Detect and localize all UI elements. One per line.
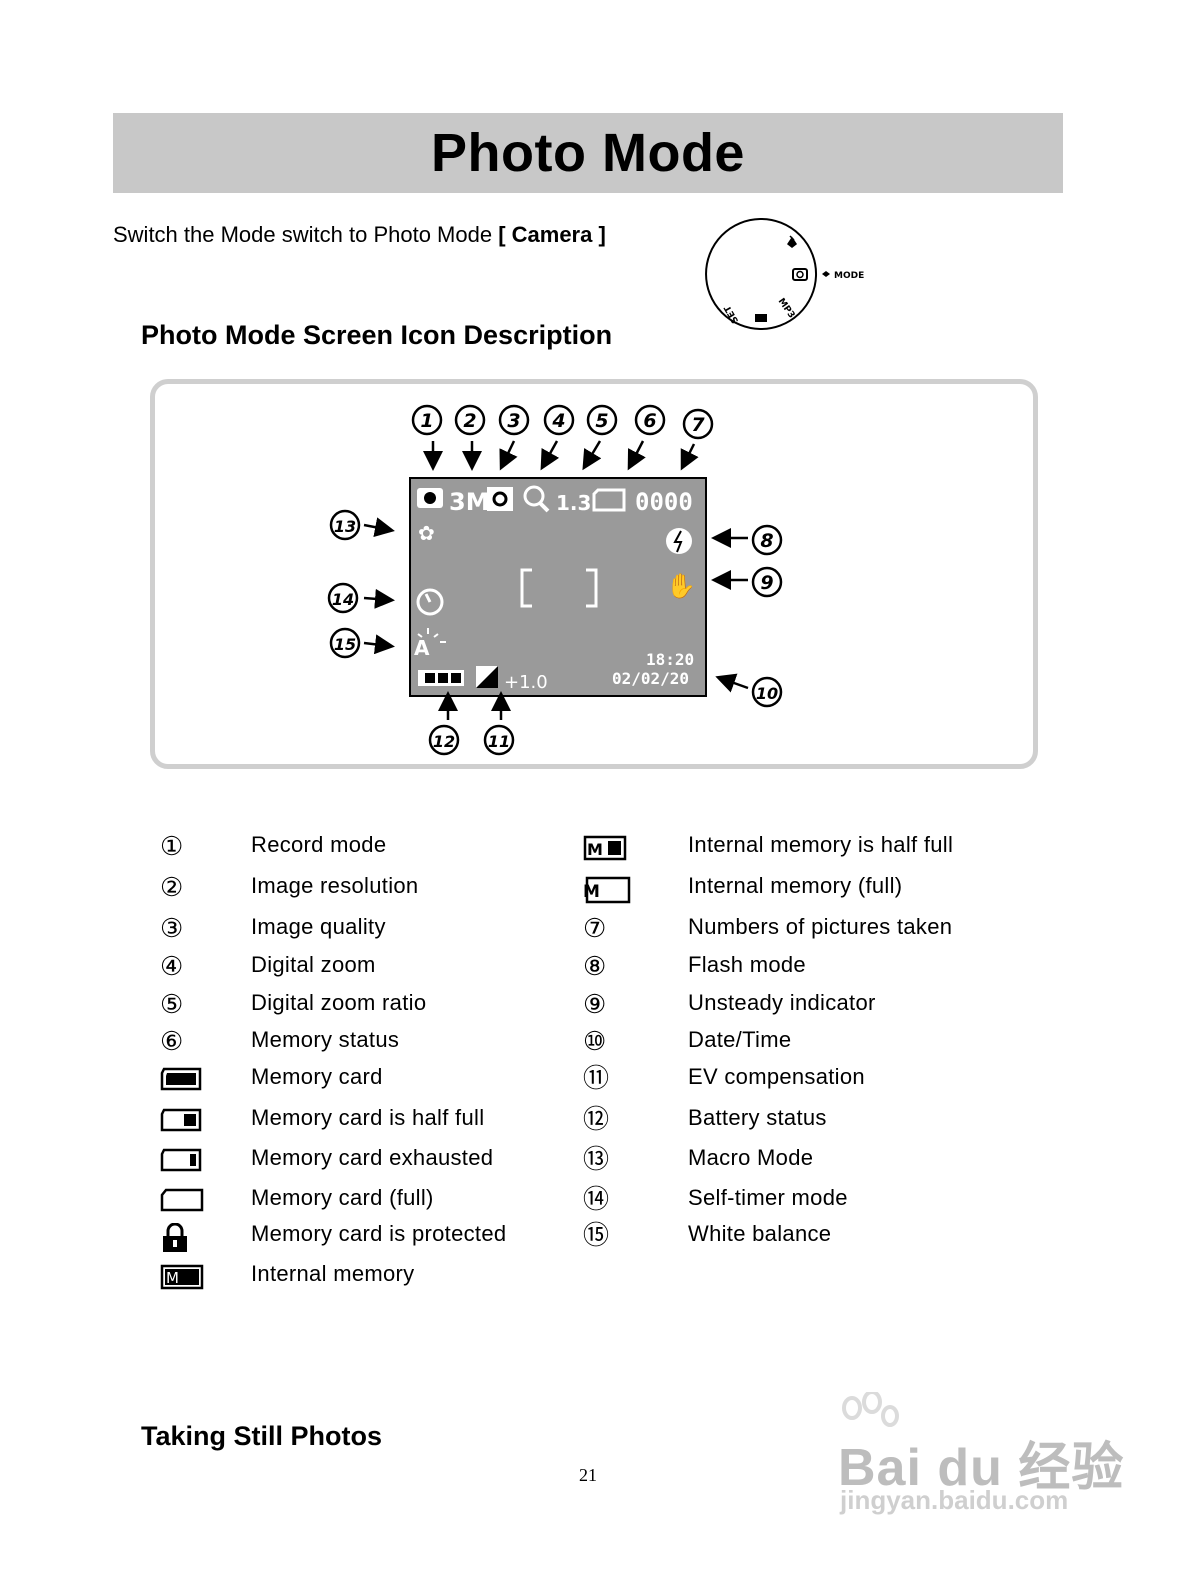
- internal-memory-icon: M: [160, 1263, 204, 1296]
- legend-number: ⑥: [160, 1027, 184, 1057]
- legend-label: Memory card (full): [251, 1185, 434, 1210]
- legend-label: Internal memory (full): [688, 873, 903, 898]
- legend-number: ①: [160, 832, 184, 862]
- legend-label: Memory card: [251, 1064, 383, 1089]
- internal-memory-full-icon: M: [583, 875, 633, 910]
- svg-text:M: M: [583, 882, 600, 902]
- ev-icon: [476, 666, 498, 688]
- legend-label: EV compensation: [688, 1064, 865, 1089]
- legend-number: ⑩: [583, 1027, 607, 1057]
- callout-15: 15: [334, 635, 356, 654]
- mode-dial-icon: MODE MP3 SET: [705, 217, 864, 330]
- legend-label: White balance: [688, 1221, 832, 1246]
- legend-number: ⑧: [583, 952, 607, 982]
- unsteady-icon: ✋: [666, 572, 696, 600]
- memory-card-icon: [592, 488, 626, 512]
- legend-label: Numbers of pictures taken: [688, 914, 953, 939]
- svg-text:M: M: [166, 1269, 179, 1287]
- lcd-screen: [409, 477, 707, 697]
- legend-number: ⑪: [583, 1064, 610, 1094]
- card-half-icon: [160, 1107, 204, 1138]
- callout-5: 5: [595, 410, 608, 432]
- callout-1: 1: [420, 410, 433, 432]
- legend-label: Internal memory is half full: [688, 832, 954, 857]
- legend-label: Unsteady indicator: [688, 990, 876, 1015]
- quality-icon: [487, 487, 513, 511]
- legend-number: ⑮: [583, 1221, 610, 1251]
- legend-label: Self-timer mode: [688, 1185, 848, 1210]
- legend-number: ⑭: [583, 1185, 610, 1215]
- diagram-frame: [150, 379, 1038, 769]
- callout-10: 10: [756, 684, 778, 703]
- legend-number: ⑫: [583, 1105, 610, 1135]
- white-balance-icon: A: [414, 636, 430, 660]
- legend-label: Memory card is half full: [251, 1105, 485, 1130]
- watermark-sub: jingyan.baidu.com: [840, 1485, 1069, 1515]
- lcd-time: 18:20: [646, 650, 694, 669]
- legend-label: Digital zoom: [251, 952, 376, 977]
- legend-label: Record mode: [251, 832, 387, 857]
- lock-icon: [160, 1222, 190, 1258]
- focus-brackets: [520, 568, 598, 608]
- legend-label: Digital zoom ratio: [251, 990, 427, 1015]
- callout-2: 2: [463, 410, 476, 432]
- legend-label: Internal memory: [251, 1261, 415, 1286]
- card-exhausted-icon: [160, 1147, 204, 1178]
- legend-number: ⑦: [583, 914, 607, 944]
- self-timer-icon: [416, 588, 444, 616]
- lcd-date: 02/02/20: [612, 669, 689, 688]
- callout-11: 11: [488, 732, 510, 751]
- callout-12: 12: [433, 732, 455, 751]
- callout-14: 14: [332, 590, 354, 609]
- legend-number: ⑨: [583, 990, 607, 1020]
- intro-plain: Switch the Mode switch to Photo Mode: [113, 222, 499, 247]
- legend-label: Battery status: [688, 1105, 827, 1130]
- baidu-paw-icon: [842, 1392, 899, 1427]
- card-empty-icon: [160, 1187, 204, 1218]
- lcd-resolution: 3M: [449, 488, 490, 516]
- callout-9: 9: [760, 572, 773, 594]
- callout-4: 4: [551, 410, 565, 432]
- section-heading-icons: Photo Mode Screen Icon Description: [141, 320, 613, 350]
- legend-number: ③: [160, 914, 184, 944]
- legend-number: ⑬: [583, 1145, 610, 1175]
- legend-label: Memory card exhausted: [251, 1145, 494, 1170]
- title-banner: Photo Mode: [113, 113, 1063, 193]
- lcd-diagram: 3M 1.3 0000 ✿ A ✋ +1.0 18:20 02/02/20 1 …: [327, 404, 783, 756]
- watermark-main: Bai du 经验: [838, 1439, 1125, 1497]
- record-mode-icon: [417, 488, 443, 508]
- callout-7: 7: [691, 414, 705, 436]
- legend-label: Memory card is protected: [251, 1221, 507, 1246]
- legend-number: ④: [160, 952, 184, 982]
- intro-camera: [ Camera ]: [498, 222, 606, 247]
- macro-icon: ✿: [418, 521, 435, 545]
- section-heading-taking: Taking Still Photos: [141, 1421, 383, 1451]
- callout-13: 13: [334, 517, 356, 536]
- dial-mode-label: MODE: [834, 271, 864, 281]
- legend-number: ②: [160, 873, 184, 903]
- page-number: 21: [579, 1465, 597, 1485]
- lcd-zoom-ratio: 1.3: [556, 491, 591, 515]
- callout-8: 8: [760, 530, 773, 552]
- lcd-count: 0000: [635, 488, 693, 516]
- intro-text: Switch the Mode switch to Photo Mode [ C…: [113, 222, 606, 248]
- legend-label: Macro Mode: [688, 1145, 814, 1170]
- lcd-ev: +1.0: [504, 672, 548, 693]
- page-title: Photo Mode: [431, 123, 745, 183]
- legend-label: Image resolution: [251, 873, 419, 898]
- internal-memory-half-icon: M: [583, 834, 627, 867]
- card-full-icon: [160, 1066, 204, 1097]
- battery-icon: [418, 670, 464, 686]
- callout-3: 3: [507, 410, 520, 432]
- zoom-icon: [523, 485, 550, 513]
- legend-label: Image quality: [251, 914, 386, 939]
- callout-6: 6: [643, 410, 656, 432]
- legend-label: Flash mode: [688, 952, 806, 977]
- legend-number: ⑤: [160, 990, 184, 1020]
- legend-label: Memory status: [251, 1027, 400, 1052]
- legend-label: Date/Time: [688, 1027, 792, 1052]
- svg-text:M: M: [587, 840, 603, 859]
